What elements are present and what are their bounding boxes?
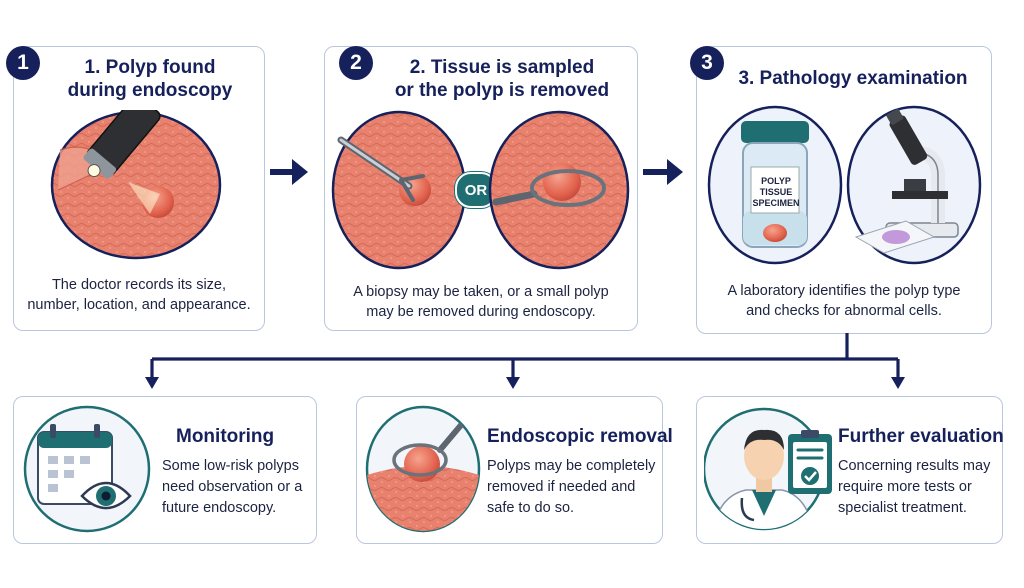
outcome-removal-title: Endoscopic removal <box>487 426 673 447</box>
step-2-title: 2. Tissue is sampled or the polyp is rem… <box>394 57 610 101</box>
microscope-illustration <box>846 105 982 265</box>
arrow-right-icon <box>270 159 308 185</box>
calendar-eye-icon <box>23 405 151 533</box>
outcome-evaluation-description: Concerning results may require more test… <box>838 458 991 516</box>
arrow-right-icon <box>643 159 683 185</box>
outcome-monitoring-description: Some low-risk polyps need observation or… <box>162 458 303 516</box>
step-3-description: A laboratory identifies the polyp type a… <box>727 283 961 319</box>
step-1-title: 1. Polyp found during endoscopy <box>67 57 233 101</box>
snare-removal-illustration <box>488 110 630 270</box>
branch-connector <box>145 333 905 389</box>
outcome-removal-description: Polyps may be completely removed if need… <box>487 458 656 516</box>
forceps-icon <box>337 136 425 202</box>
step-3-number: 3 <box>690 46 724 80</box>
outcome-monitoring-title: Monitoring <box>176 426 275 447</box>
doctor-clipboard-icon <box>704 407 832 531</box>
biopsy-illustration <box>331 110 467 270</box>
snare-polyp-icon <box>365 405 481 533</box>
snare-icon <box>492 169 606 207</box>
specimen-jar-illustration <box>707 105 843 265</box>
step-1-number: 1 <box>6 46 40 80</box>
endoscopy-illustration <box>50 110 222 260</box>
outcome-evaluation-title: Further evaluation <box>838 426 1004 447</box>
eye-icon <box>80 481 132 510</box>
step-3-title: 3. Pathology examination <box>738 68 968 89</box>
jar-label: POLYP TISSUE SPECIMEN <box>752 176 800 208</box>
polyp-icon <box>543 163 581 201</box>
check-icon <box>801 467 819 485</box>
step-2-description: A biopsy may be taken, or a small polyp … <box>353 284 609 320</box>
step-2-number: 2 <box>339 46 373 80</box>
step-1-description: The doctor records its size, number, loc… <box>27 277 251 313</box>
